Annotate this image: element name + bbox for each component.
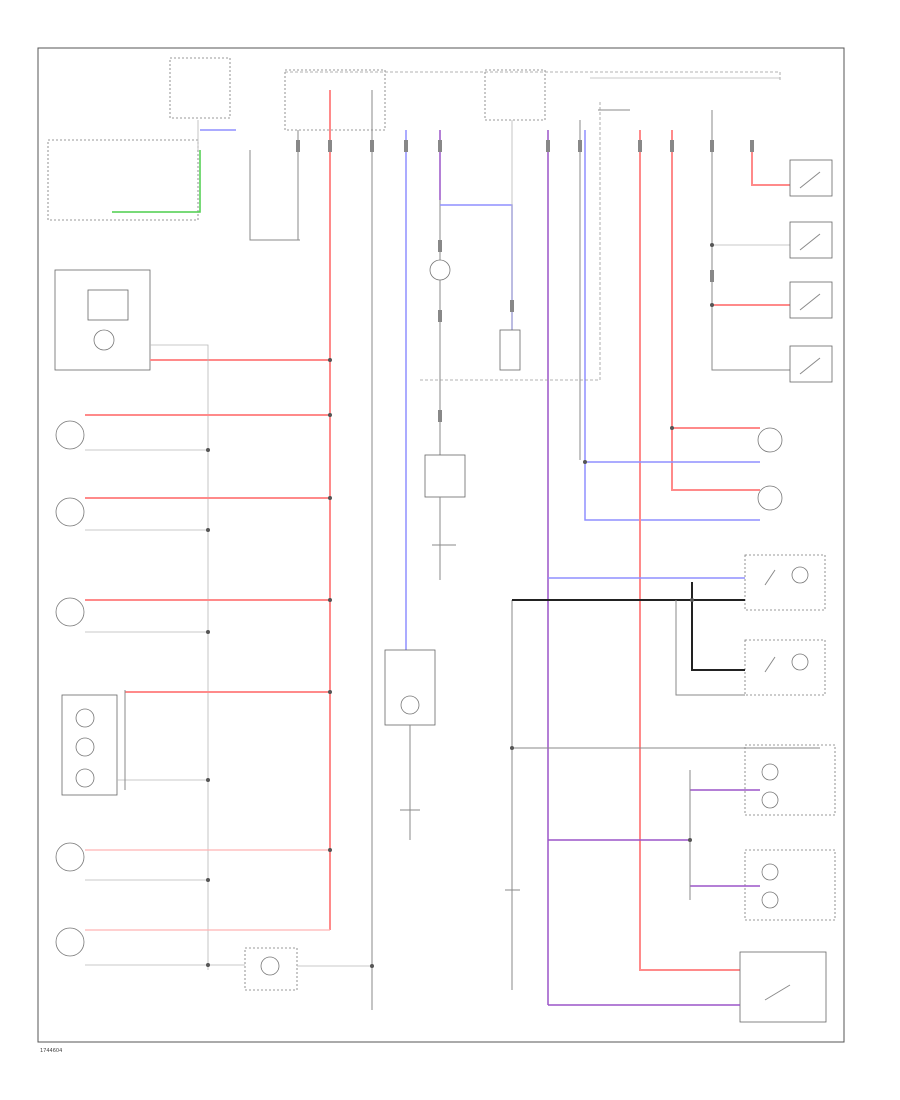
vanity-lamp bbox=[400, 695, 420, 715]
trunk-switch bbox=[424, 454, 466, 498]
right-courtesy-lamp bbox=[757, 485, 783, 511]
wire-ground-bus bbox=[150, 344, 209, 970]
trunk-blue-right bbox=[584, 130, 760, 521]
wire-red-top-right bbox=[751, 140, 790, 186]
trunk-connector bbox=[499, 329, 521, 371]
left-vanity-mirror bbox=[744, 639, 826, 696]
fuse-box-right bbox=[484, 69, 546, 121]
junction-nodes bbox=[206, 243, 714, 968]
left-courtesy-lamp bbox=[757, 427, 783, 453]
wire-blue-loop bbox=[440, 204, 513, 330]
center-switch bbox=[505, 889, 520, 990]
bus-top bbox=[285, 71, 781, 82]
panel-light-bulb bbox=[93, 329, 115, 351]
wire-vanity-gray bbox=[675, 600, 745, 696]
illumination-lamps bbox=[55, 420, 118, 957]
left-vanity-bulb bbox=[791, 653, 809, 671]
trunk-lamp bbox=[429, 259, 451, 281]
fuse-box-left bbox=[169, 57, 231, 119]
trunk-red-right bbox=[639, 130, 740, 971]
wire-map-purple bbox=[548, 789, 760, 887]
interior-light-switch bbox=[764, 984, 791, 1001]
door-switches bbox=[789, 159, 833, 383]
bottom-illumination bbox=[244, 947, 298, 991]
footer-code: 1744604 bbox=[40, 1048, 62, 1054]
diagram-frame bbox=[37, 47, 845, 1043]
trunk-3 bbox=[711, 110, 790, 371]
right-vanity-bulb bbox=[791, 566, 809, 584]
map-lights-a bbox=[744, 744, 836, 816]
wire-gray-a bbox=[249, 150, 300, 241]
left-control-block bbox=[47, 139, 199, 221]
wire-vanity-black bbox=[512, 582, 745, 671]
vanity-switches bbox=[764, 569, 776, 673]
wire-green bbox=[112, 150, 201, 213]
bottom-bulb bbox=[260, 956, 280, 976]
panel-light-rheostat bbox=[87, 289, 129, 321]
right-vanity-mirror bbox=[744, 554, 826, 611]
trunk-dashed bbox=[420, 100, 601, 381]
fuse-box-center bbox=[284, 69, 386, 131]
trunk-red-right-2 bbox=[671, 130, 760, 491]
interior-light bbox=[739, 951, 827, 1023]
trunk-switch-ground bbox=[432, 497, 456, 580]
map-lights-b bbox=[744, 849, 836, 921]
vanity-ground bbox=[400, 725, 420, 840]
top-connectors bbox=[296, 140, 754, 422]
